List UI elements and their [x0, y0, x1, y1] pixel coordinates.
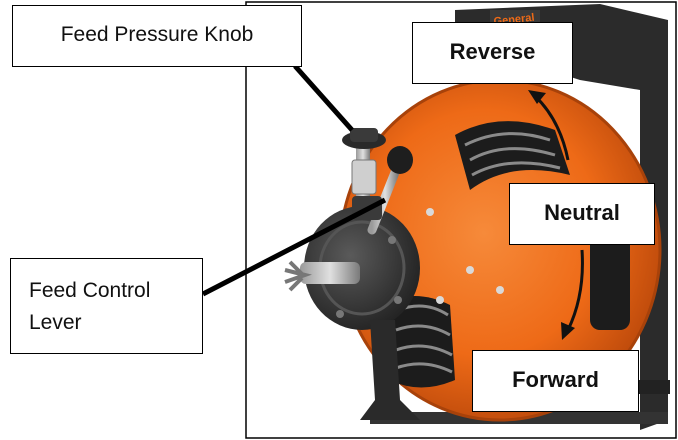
feed-control-lever-label: Feed Control Lever — [10, 258, 203, 354]
reverse-arrowhead — [528, 90, 546, 104]
forward-arrow — [566, 249, 584, 331]
feed-control-lever-text-line1: Feed Control — [29, 279, 151, 302]
neutral-label: Neutral — [509, 183, 655, 245]
leader-line-feed-pressure — [293, 64, 354, 132]
leader-line-feed-control — [201, 197, 387, 297]
drum-bolt — [436, 296, 444, 304]
cable-coil-top — [464, 132, 561, 177]
cable-tool-tip — [284, 260, 312, 292]
machine-stand — [360, 320, 420, 420]
knob-collar — [351, 159, 377, 195]
drum-bolt — [496, 286, 504, 294]
cable-coil-bottom — [395, 304, 453, 374]
neutral-text: Neutral — [544, 200, 620, 225]
feed-pressure-knob-label: Feed Pressure Knob — [12, 5, 302, 67]
drum-bolt — [466, 266, 474, 274]
feed-control-lever-text-line2: Lever — [29, 311, 82, 334]
drum-opening-right — [590, 230, 630, 330]
feed-pressure-knob-text: Feed Pressure Knob — [60, 23, 254, 46]
lever-ball — [387, 146, 413, 174]
feed-pressure-knob-cap — [350, 128, 378, 142]
feed-housing-bolt — [336, 310, 344, 318]
drum-bolt — [426, 208, 434, 216]
forward-text: Forward — [512, 367, 599, 392]
feed-housing-bolt — [394, 296, 402, 304]
feed-housing-bolt — [388, 236, 396, 244]
cable-outlet — [300, 262, 360, 284]
reverse-text: Reverse — [449, 39, 536, 64]
reverse-label: Reverse — [412, 22, 573, 84]
photo-frame — [245, 1, 677, 439]
forward-arrowhead — [561, 322, 575, 340]
forward-label: Forward — [472, 350, 639, 412]
